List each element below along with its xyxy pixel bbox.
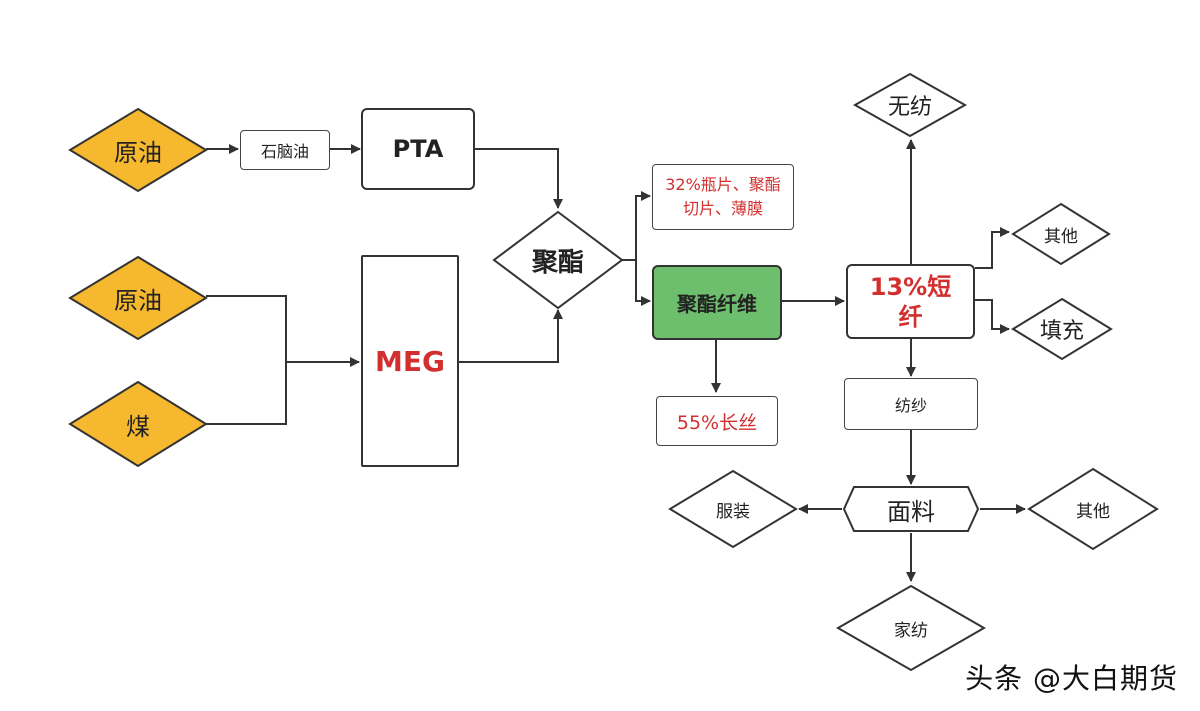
polyester-fiber-label: 聚酯纤维 — [677, 292, 757, 316]
filling-label: 填充 — [1039, 319, 1084, 344]
naphtha-label: 石脑油 — [260, 142, 309, 161]
clothing-label: 服装 — [716, 501, 750, 522]
diamond-home-textile: 家纺 — [835, 584, 987, 672]
filament-label: 55%长丝 — [676, 411, 758, 434]
other-right-label: 其他 — [1076, 501, 1110, 522]
box-naphtha: 石脑油 — [240, 130, 330, 170]
diamond-clothing: 服装 — [668, 469, 798, 549]
line-coal-merge — [206, 362, 287, 425]
box-meg: MEG — [361, 255, 459, 467]
spinning-label: 纺纱 — [894, 396, 927, 415]
watermark: 头条 @大白期货 — [965, 662, 1178, 695]
meg-label: MEG — [375, 344, 445, 378]
crude-oil-1-label: 原油 — [114, 138, 162, 167]
other-top-label: 其他 — [1044, 226, 1078, 247]
arrow-split-fiber — [635, 260, 651, 306]
box-staple-fiber: 13%短纤 — [846, 264, 975, 339]
pta-label: PTA — [392, 135, 444, 163]
diamond-filling: 填充 — [1011, 297, 1113, 361]
coal-label: 煤 — [126, 412, 150, 441]
nonwoven-label: 无纺 — [887, 95, 932, 120]
diamond-crude-oil-2: 原油 — [68, 255, 208, 341]
box-filament: 55%长丝 — [656, 396, 778, 446]
box-bottle-chips: 32%瓶片、聚酯切片、薄膜 — [652, 164, 794, 230]
box-polyester-fiber: 聚酯纤维 — [652, 265, 782, 340]
diamond-other-right: 其他 — [1027, 467, 1159, 551]
diamond-coal: 煤 — [68, 380, 208, 468]
arrow-split-chips — [635, 191, 651, 260]
diamond-crude-oil-1: 原油 — [68, 107, 208, 193]
arrow-pta-polyester — [475, 148, 563, 209]
bottle-chips-label: 32%瓶片、聚酯切片、薄膜 — [665, 175, 781, 218]
diamond-other-top: 其他 — [1011, 202, 1111, 266]
arrow-staple-other — [975, 227, 1010, 269]
arrow-meg-polyester — [459, 309, 563, 363]
staple-fiber-label: 13%短纤 — [869, 272, 952, 331]
crude-oil-2-label: 原油 — [114, 286, 162, 315]
arrow-staple-filling — [975, 299, 1010, 334]
home-textile-label: 家纺 — [894, 620, 928, 641]
diamond-polyester: 聚酯 — [492, 210, 624, 310]
box-pta: PTA — [361, 108, 475, 190]
polyester-label: 聚酯 — [531, 247, 584, 278]
line-crude2-merge — [206, 295, 287, 362]
hexagon-fabric: 面料 — [842, 485, 980, 533]
diamond-nonwoven: 无纺 — [852, 72, 968, 138]
box-spinning: 纺纱 — [844, 378, 978, 430]
fabric-label: 面料 — [887, 497, 935, 526]
